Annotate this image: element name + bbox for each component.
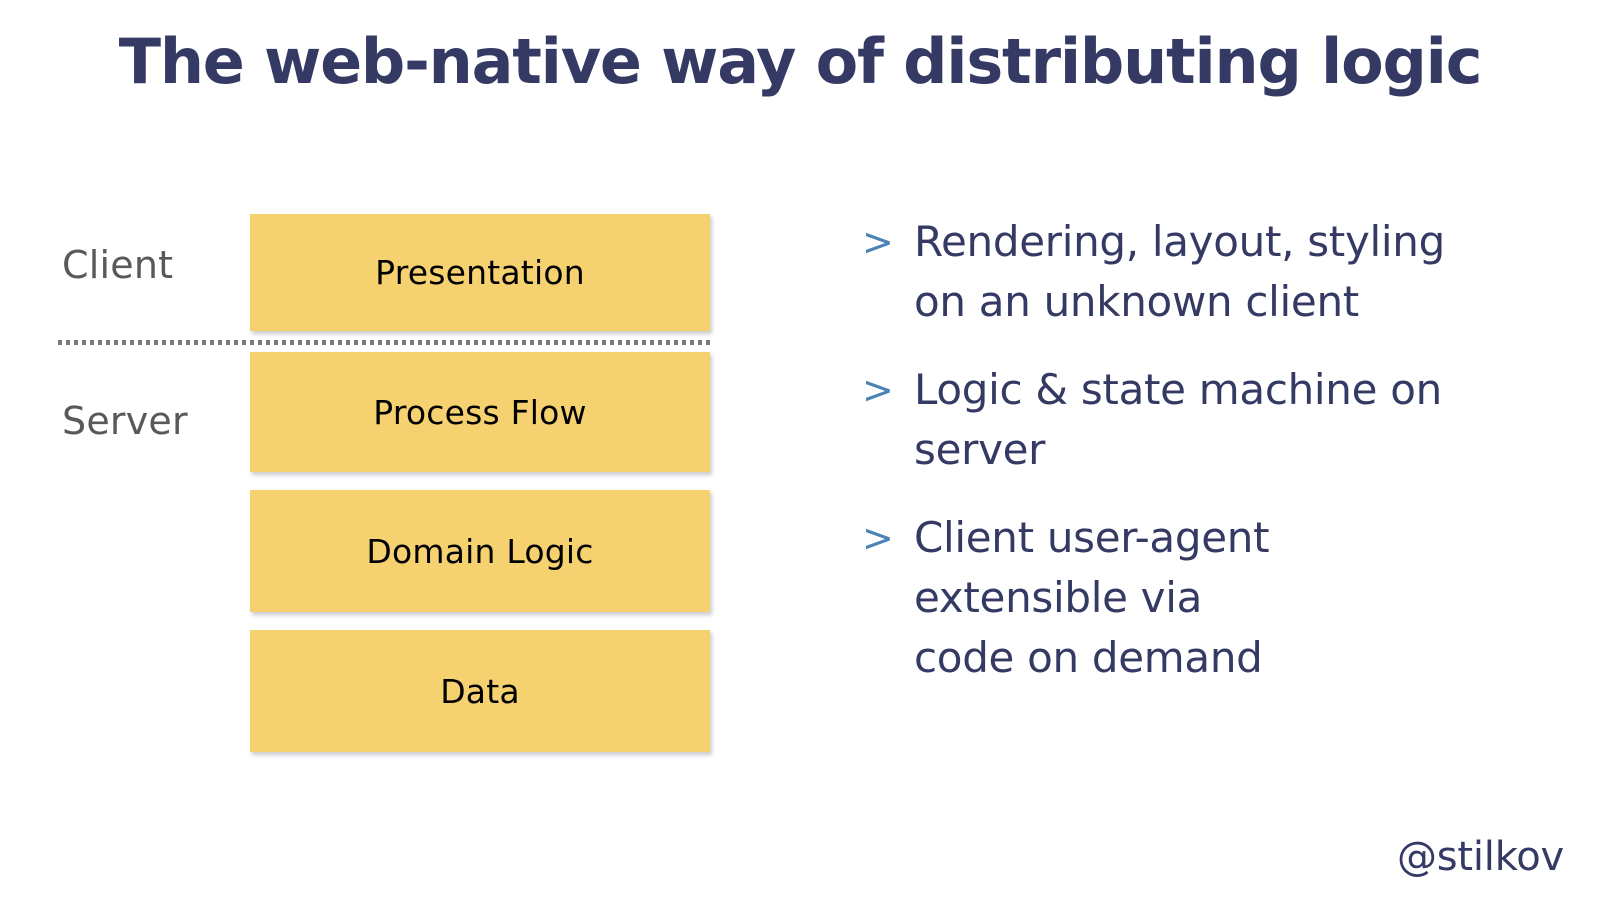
tier-label-client: Client — [62, 243, 174, 287]
bullet-text: Logic & state machine on server — [914, 365, 1442, 474]
bullet-text: Rendering, layout, styling on an unknown… — [914, 217, 1445, 326]
tier-label-server: Server — [62, 399, 188, 443]
layer-box-data: Data — [250, 630, 710, 752]
chevron-right-icon: > — [862, 220, 894, 264]
layer-box-process-flow: Process Flow — [250, 352, 710, 472]
layer-label: Presentation — [375, 253, 585, 292]
layer-label: Data — [440, 671, 520, 711]
layer-label: Domain Logic — [366, 531, 594, 571]
chevron-right-icon: > — [862, 368, 894, 412]
client-server-divider — [58, 340, 712, 345]
list-item: > Rendering, layout, styling on an unkno… — [862, 212, 1552, 332]
layer-box-presentation: Presentation — [250, 214, 710, 331]
list-item: > Client user-agent extensible via code … — [862, 508, 1552, 688]
list-item: > Logic & state machine on server — [862, 360, 1552, 480]
chevron-right-icon: > — [862, 516, 894, 560]
layer-label: Process Flow — [373, 392, 587, 432]
layer-stack-diagram: Client Server Presentation Process Flow … — [0, 0, 760, 900]
author-handle: @stilkov — [1396, 834, 1564, 880]
bullet-text: Client user-agent extensible via code on… — [914, 513, 1270, 682]
page-title: The web-native way of distributing logic — [118, 25, 1483, 98]
layer-box-domain-logic: Domain Logic — [250, 490, 710, 612]
bullet-list: > Rendering, layout, styling on an unkno… — [862, 212, 1552, 716]
